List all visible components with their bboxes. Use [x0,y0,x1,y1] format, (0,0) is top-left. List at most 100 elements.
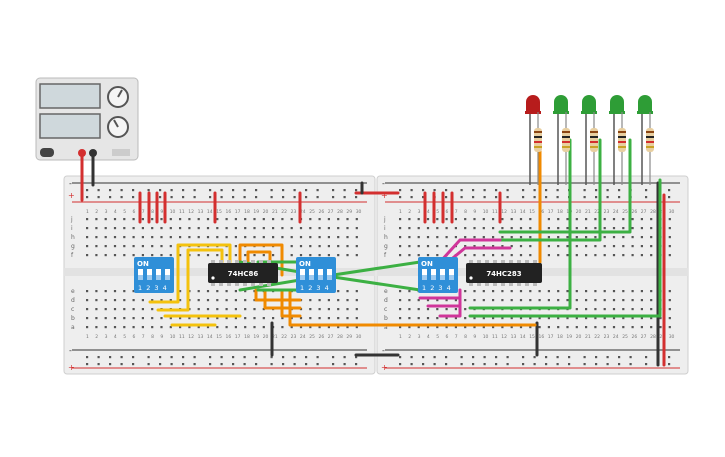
led-1[interactable] [525,95,542,185]
chip-74hc86[interactable]: 74HC86 [208,260,278,286]
grid-hole [426,254,430,257]
grid-hole [225,218,228,221]
grid-hole [566,299,569,302]
grid-hole [445,218,448,221]
resistor-band [534,146,542,148]
resistor-band [618,136,626,138]
chip-pin [501,260,505,263]
grid-hole [492,326,495,329]
grid-hole [566,236,569,239]
row-letter: f [71,252,74,259]
rail-hole [343,363,346,366]
grid-hole [575,308,578,311]
grid-hole [464,290,467,293]
column-number: 11 [179,334,185,340]
grid-hole [612,236,616,239]
rail-hole [343,196,346,199]
wire-yellow-b[interactable] [156,248,224,312]
grid-hole [603,326,606,329]
wire-orange-c[interactable] [254,288,302,302]
wire-orange-b[interactable] [246,250,272,264]
wire-magenta-e[interactable] [438,288,462,318]
dip-toggle-3[interactable] [318,269,323,280]
grid-hole [234,308,237,311]
grid-hole [132,326,135,329]
led-3[interactable] [581,95,598,185]
dip-switch-left[interactable]: ON1 2 3 4 [134,257,174,293]
wire-magenta-a[interactable] [438,238,502,264]
grid-hole [95,299,98,302]
led-rim [637,111,653,114]
rail-hole [355,189,358,192]
rail-hole [282,196,285,199]
power-switch[interactable] [40,148,54,157]
column-number: 27 [328,209,334,215]
grid-hole [355,218,358,221]
grid-hole [95,290,98,293]
dip-toggle-1[interactable] [422,269,427,280]
grid-hole [557,245,560,248]
power-supply[interactable] [35,77,139,161]
dip-toggle-1[interactable] [138,269,143,280]
grid-hole [668,245,671,248]
dip-toggle-2[interactable] [147,269,152,280]
grid-hole [253,326,256,329]
led-2[interactable] [553,95,570,185]
chip-pin [525,283,529,286]
grid-hole [640,236,643,239]
column-number: 16 [226,209,232,215]
wire-green-led-d[interactable] [468,178,662,318]
grid-hole [299,245,303,248]
grid-hole [346,227,349,230]
rail-hole [460,356,463,359]
column-number: 7 [142,209,145,215]
rail-hole [399,196,402,199]
wires[interactable] [80,138,666,367]
column-number: 28 [650,209,656,215]
grid-hole [188,326,191,329]
led-4[interactable] [609,95,626,185]
wire-orange-d[interactable] [263,288,302,310]
row-letter: a [71,324,75,331]
grid-hole [594,299,597,302]
column-number: 10 [170,334,176,340]
dip-toggle-4[interactable] [165,269,170,280]
wire-orange-a[interactable] [238,243,284,277]
grid-hole [510,326,513,329]
led-5[interactable] [637,95,654,185]
rail-hole [522,363,525,366]
rail-hole [86,356,89,359]
rail-hole [270,363,273,366]
dip-switch-right[interactable]: ON1 2 3 4 [418,257,458,293]
wire-yellow-a[interactable] [148,243,232,304]
chip-pin [259,283,263,286]
dip-toggle-2[interactable] [309,269,314,280]
dip-switch-middle[interactable]: ON1 2 3 4 [296,257,336,293]
dip-toggle-2[interactable] [431,269,436,280]
rail-hole [583,196,586,199]
chip-74hc283[interactable]: 74HC283 [466,260,542,286]
grid-hole [113,218,117,221]
rail-hole [595,189,598,192]
dip-toggle-1[interactable] [300,269,305,280]
grid-hole [179,299,182,302]
rail-hole [618,356,621,359]
rail-hole [220,189,223,192]
wire-green-led-c[interactable] [468,138,572,310]
wire-green-led-b[interactable] [498,138,602,242]
minus-marker: - [69,179,72,188]
wire-green-led-a[interactable] [498,138,632,234]
wire-orange-e[interactable] [280,288,302,318]
grid-hole [327,236,330,239]
dip-toggle-3[interactable] [156,269,161,280]
wire-orange-f[interactable] [288,288,537,327]
grid-hole [281,218,284,221]
grid-hole [631,326,634,329]
dip-toggle-4[interactable] [327,269,332,280]
dip-toggle-4[interactable] [449,269,454,280]
grid-hole [299,326,303,329]
column-number: 15 [216,209,222,215]
dip-toggle-3[interactable] [440,269,445,280]
dip-on-label: ON [137,260,149,268]
grid-hole [206,290,210,293]
